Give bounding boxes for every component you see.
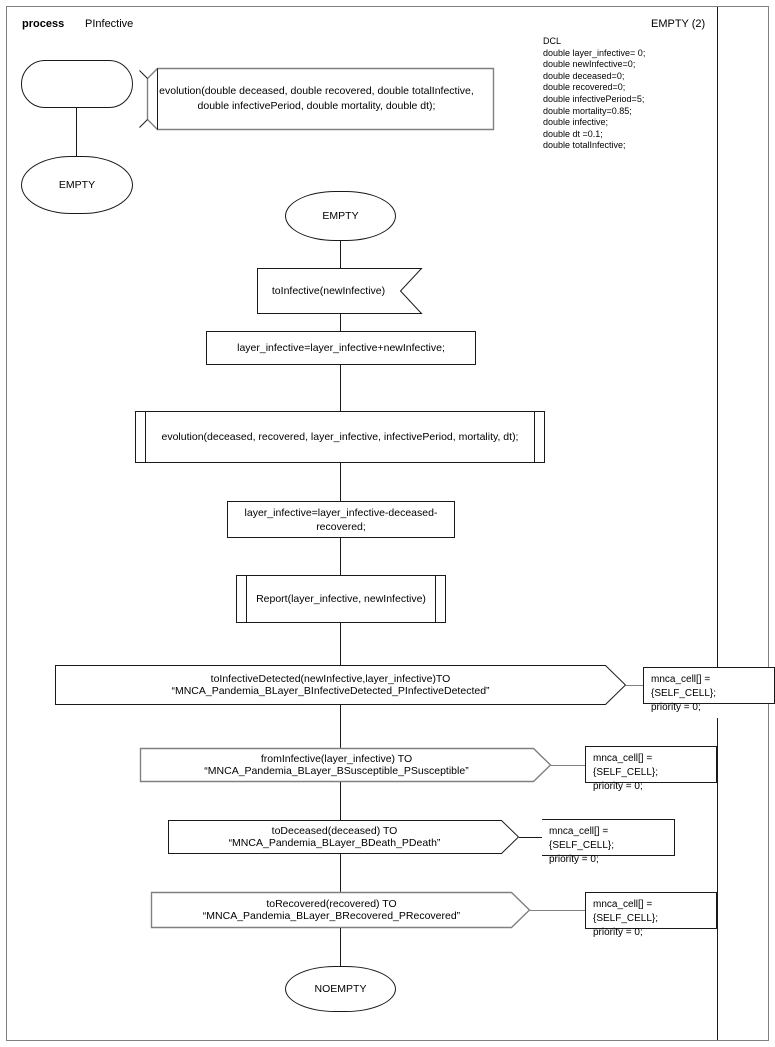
task-add-new-infective[interactable]: layer_infective=layer_infective+newInfec… bbox=[206, 331, 476, 365]
output-to-deceased[interactable]: toDeceased(deceased) TO “MNCA_Pandemia_B… bbox=[168, 820, 520, 854]
comment-line-3 bbox=[519, 837, 542, 838]
output-4-text: toRecovered(recovered) TO “MNCA_Pandemia… bbox=[202, 898, 461, 922]
connector-start-to-state bbox=[76, 108, 77, 156]
start-text-extension: evolution(double deceased, double recove… bbox=[139, 67, 495, 131]
connector-input-to-task1 bbox=[340, 314, 341, 331]
comment-line-1 bbox=[626, 685, 643, 686]
comment-2: mnca_cell[] = {SELF_CELL}; priority = 0; bbox=[585, 746, 717, 792]
right-divider-upper bbox=[717, 7, 718, 667]
page-frame-bottom bbox=[6, 1040, 769, 1041]
output-to-recovered[interactable]: toRecovered(recovered) TO “MNCA_Pandemia… bbox=[150, 891, 531, 929]
procedure-call-report[interactable]: Report(layer_infective, newInfective) bbox=[236, 575, 446, 623]
right-divider-lower bbox=[717, 718, 718, 1040]
comment-3: mnca_cell[] = {SELF_CELL}; priority = 0; bbox=[542, 819, 675, 865]
state-noempty[interactable]: NOEMPTY bbox=[285, 966, 396, 1012]
task-subtract[interactable]: layer_infective=layer_infective-deceased… bbox=[227, 501, 455, 538]
connector-proc-to-task2 bbox=[340, 463, 341, 501]
connector-output2-to-output3 bbox=[340, 782, 341, 820]
comment-line-2 bbox=[551, 765, 585, 766]
process-kind-label: process bbox=[22, 18, 65, 30]
output-from-infective[interactable]: fromInfective(layer_infective) TO “MNCA_… bbox=[139, 747, 552, 783]
page-frame-right bbox=[768, 6, 769, 1041]
connector-task1-to-proc bbox=[340, 365, 341, 411]
output-2-text: fromInfective(layer_infective) TO “MNCA_… bbox=[204, 753, 469, 777]
output-3-text: toDeceased(deceased) TO “MNCA_Pandemia_B… bbox=[228, 825, 441, 849]
start-text-extension-text: evolution(double deceased, double recove… bbox=[159, 85, 474, 112]
start-symbol[interactable] bbox=[21, 60, 133, 108]
dcl-note-wrapper: DCL double layer_infective= 0; double ne… bbox=[537, 32, 681, 150]
connector-report-to-output1 bbox=[340, 623, 341, 665]
input-to-infective[interactable]: toInfective(newInfective) bbox=[257, 268, 423, 314]
page-frame-top bbox=[6, 6, 769, 7]
connector-output4-to-final bbox=[340, 928, 341, 966]
connector-output3-to-output4 bbox=[340, 854, 341, 892]
state-empty-initial[interactable]: EMPTY bbox=[21, 156, 133, 214]
comment-4: mnca_cell[] = {SELF_CELL}; priority = 0; bbox=[585, 892, 717, 938]
connector-task2-to-report bbox=[340, 538, 341, 575]
connector-output1-to-output2 bbox=[340, 705, 341, 748]
page-frame-left bbox=[6, 6, 7, 1041]
comment-1: mnca_cell[] = {SELF_CELL}; priority = 0; bbox=[643, 667, 775, 713]
state-empty-main[interactable]: EMPTY bbox=[285, 191, 396, 241]
output-1-text: toInfectiveDetected(newInfective,layer_i… bbox=[171, 673, 490, 697]
input-to-infective-text: toInfective(newInfective) bbox=[271, 285, 386, 297]
output-to-infective-detected[interactable]: toInfectiveDetected(newInfective,layer_i… bbox=[55, 665, 627, 705]
page-number-label: EMPTY (2) bbox=[651, 18, 706, 30]
comment-line-4 bbox=[530, 910, 585, 911]
connector-state-to-input bbox=[340, 241, 341, 268]
procedure-call-evolution[interactable]: evolution(deceased, recovered, layer_inf… bbox=[135, 411, 545, 463]
dcl-note-text: DCL double layer_infective= 0; double ne… bbox=[537, 32, 681, 150]
page-title: PInfective bbox=[85, 18, 134, 30]
